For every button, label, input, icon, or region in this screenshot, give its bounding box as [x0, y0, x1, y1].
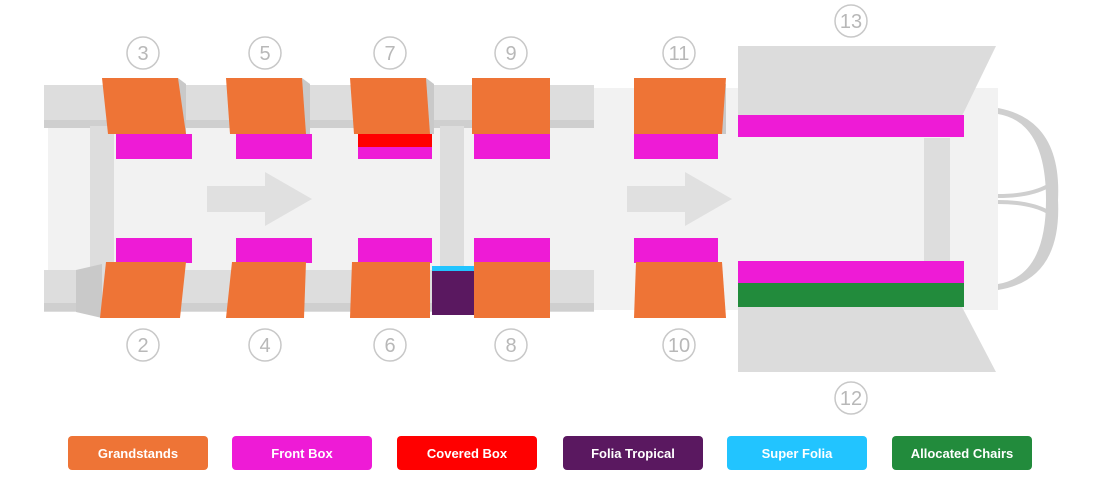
section-number-4: 4 — [248, 328, 282, 362]
svg-text:12: 12 — [840, 388, 862, 410]
section-number-12: 12 — [834, 381, 868, 415]
section-number-8: 8 — [494, 328, 528, 362]
svg-text:10: 10 — [668, 335, 690, 357]
section-3-front-box[interactable] — [116, 134, 192, 159]
section-2-grandstand[interactable] — [100, 262, 186, 318]
svg-text:11: 11 — [669, 43, 690, 65]
dispersal-fork — [997, 184, 1049, 214]
section-10-grandstand[interactable] — [634, 262, 726, 318]
section-2-shade — [76, 264, 102, 318]
svg-text:4: 4 — [259, 335, 270, 357]
section-12-allocated-chairs[interactable] — [738, 283, 964, 307]
middle-connector — [440, 126, 464, 274]
legend-covered-box-button[interactable]: Covered Box — [397, 436, 537, 470]
section-number-9: 9 — [494, 36, 528, 70]
section-9-front-box[interactable] — [474, 134, 550, 159]
legend: Grandstands Front Box Covered Box Folia … — [0, 436, 1100, 472]
section-7-grandstand[interactable] — [350, 78, 430, 134]
section-12-stand — [738, 307, 996, 372]
svg-text:8: 8 — [505, 335, 516, 357]
section-5-grandstand[interactable] — [226, 78, 306, 134]
legend-allocated-chairs-button[interactable]: Allocated Chairs — [892, 436, 1032, 470]
svg-text:5: 5 — [259, 43, 270, 65]
section-2-front-box[interactable] — [116, 238, 192, 263]
section-number-3: 3 — [126, 36, 160, 70]
section-number-2: 2 — [126, 328, 160, 362]
section-number-13: 13 — [834, 4, 868, 38]
top-walkway-shade — [44, 120, 594, 128]
section-number-6: 6 — [373, 328, 407, 362]
bottom-walkway-shade — [44, 303, 594, 311]
section-number-11: 11 — [662, 36, 696, 70]
direction-arrow-icon — [627, 172, 732, 226]
section-8-grandstand[interactable] — [474, 262, 550, 318]
svg-text:2: 2 — [137, 335, 148, 357]
folia-tropical-box[interactable] — [432, 271, 474, 315]
section-7-front-box[interactable] — [358, 147, 432, 159]
section-11-grandstand[interactable] — [634, 78, 726, 134]
section-6-grandstand[interactable] — [350, 262, 430, 318]
section-4-grandstand[interactable] — [226, 262, 306, 318]
svg-text:7: 7 — [384, 43, 395, 65]
section-10-front-box[interactable] — [634, 238, 718, 263]
section-8-front-box[interactable] — [474, 238, 550, 263]
legend-super-folia-button[interactable]: Super Folia — [727, 436, 867, 470]
super-folia-strip[interactable] — [432, 266, 474, 271]
svg-text:6: 6 — [384, 335, 395, 357]
section-4-front-box[interactable] — [236, 238, 312, 263]
section-7-covered-box[interactable] — [358, 134, 432, 147]
left-connector — [90, 126, 114, 274]
section-number-10: 10 — [662, 328, 696, 362]
direction-arrow-icon — [207, 172, 312, 226]
legend-grandstands-button[interactable]: Grandstands — [68, 436, 208, 470]
svg-text:13: 13 — [840, 11, 862, 33]
section-5-front-box[interactable] — [236, 134, 312, 159]
section-9-grandstand[interactable] — [472, 78, 550, 134]
section-13-stand — [738, 46, 996, 116]
legend-front-box-button[interactable]: Front Box — [232, 436, 372, 470]
svg-text:3: 3 — [137, 43, 148, 65]
section-12-front-box[interactable] — [738, 261, 964, 283]
section-number-5: 5 — [248, 36, 282, 70]
legend-folia-tropical-button[interactable]: Folia Tropical — [563, 436, 703, 470]
section-13-front-box[interactable] — [738, 115, 964, 137]
section-number-7: 7 — [373, 36, 407, 70]
section-6-front-box[interactable] — [358, 238, 432, 263]
svg-text:9: 9 — [505, 43, 516, 65]
section-11-front-box[interactable] — [634, 134, 718, 159]
section-3-grandstand[interactable] — [102, 78, 186, 134]
right-connector — [924, 138, 950, 262]
dispersal-arc — [998, 108, 1059, 290]
parade-seating-map: 3 5 7 9 11 13 2 4 6 8 10 12 — [44, 4, 1059, 415]
